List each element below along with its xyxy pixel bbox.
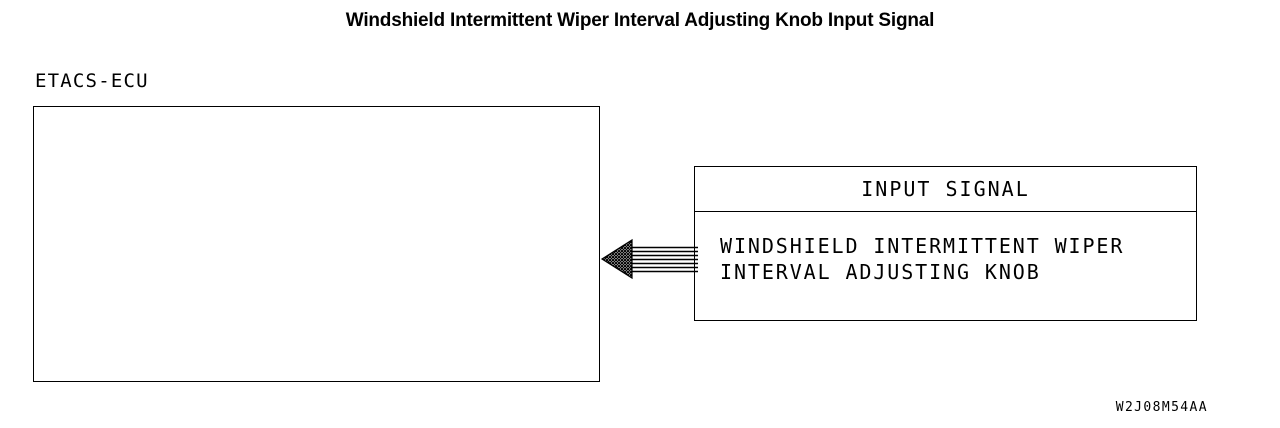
page-title: Windshield Intermittent Wiper Interval A… <box>345 10 935 31</box>
input-signal-box: INPUT SIGNAL WINDSHIELD INTERMITTENT WIP… <box>694 166 1197 321</box>
input-signal-body-line: WINDSHIELD INTERMITTENT WIPER <box>720 234 1125 258</box>
drawing-reference-code: W2J08M54AA <box>1115 400 1208 415</box>
arrow-shaft <box>631 246 698 273</box>
input-signal-header-label: INPUT SIGNAL <box>861 177 1030 201</box>
signal-flow-arrow-icon <box>600 238 698 280</box>
ecu-box-label: ETACS-ECU <box>35 70 149 92</box>
etacs-ecu-box <box>33 106 600 382</box>
input-signal-header-cell: INPUT SIGNAL <box>695 167 1196 212</box>
arrow-head <box>600 238 633 280</box>
input-signal-body-cell: WINDSHIELD INTERMITTENT WIPER INTERVAL A… <box>695 212 1196 320</box>
input-signal-body-line: INTERVAL ADJUSTING KNOB <box>720 260 1041 284</box>
